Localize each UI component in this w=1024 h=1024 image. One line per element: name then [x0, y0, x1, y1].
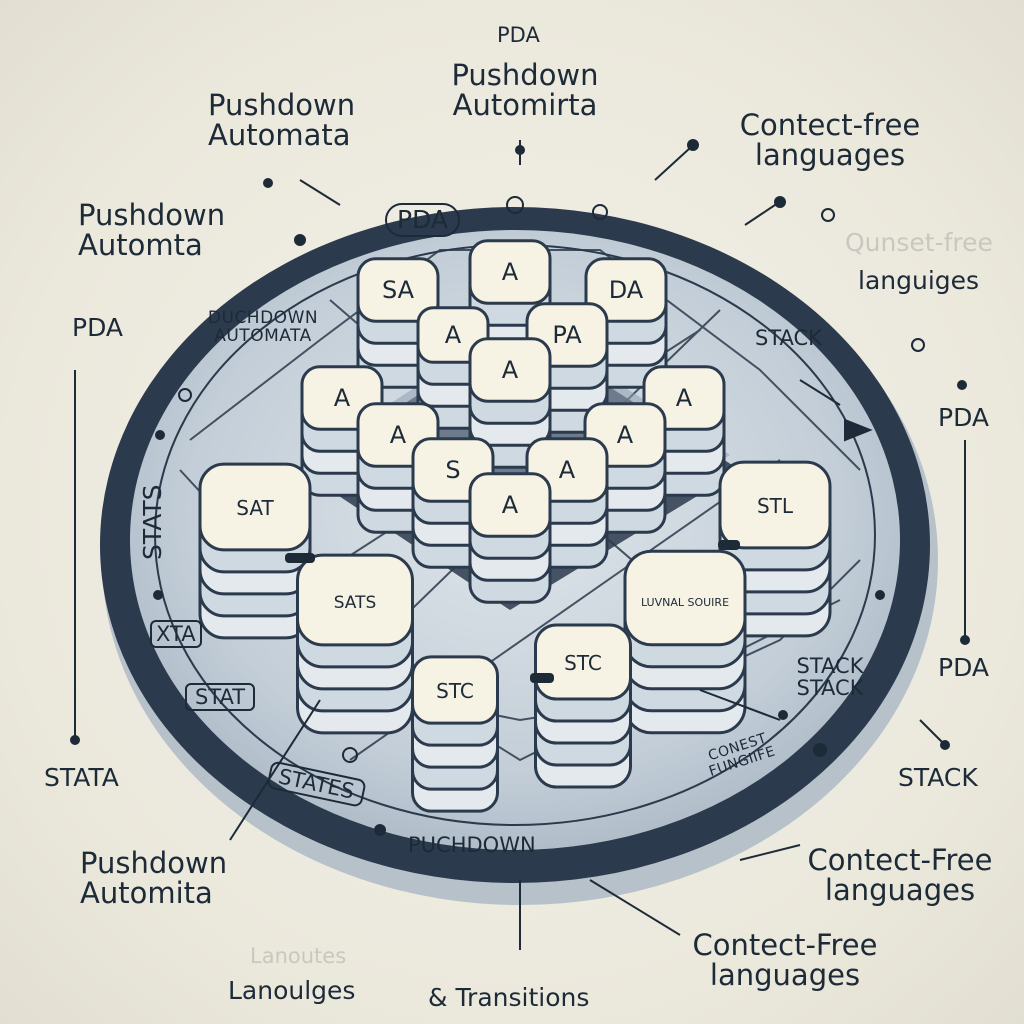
label-line: Pushdown [80, 846, 228, 880]
stack-top-cap [718, 460, 832, 550]
label-languiges-right: languiges [858, 266, 980, 295]
stack-top-cap [468, 337, 552, 403]
top-title-line2: Automirta [452, 88, 598, 123]
label-contect-free-bottom: Contect-Free languages [660, 930, 910, 991]
label-line: Pushdown [78, 198, 226, 232]
label-transitions-bottom: & Transitions [428, 983, 590, 1012]
stack-scribble: LUVNAL SOUIRE [623, 549, 747, 735]
stack-connectors [285, 540, 740, 683]
stack-label: LUVNAL SOUIRE [641, 596, 729, 609]
label-line: languages [709, 958, 861, 993]
stack-top-cap [356, 257, 440, 323]
stack-label: A [676, 384, 693, 412]
label-faint-lanoutes: Lanoutes [250, 944, 347, 968]
label-line: Contect-Free [807, 843, 993, 877]
stack-top-cap [584, 257, 668, 323]
stack-sats: SATS [296, 553, 414, 735]
top-title: Pushdown Automirta [440, 60, 610, 121]
stack-stc-left: STC [411, 655, 499, 813]
stack-label: A [502, 356, 519, 384]
stack-top-cap [623, 549, 747, 647]
label-faint-qunset-free: Qunset-free [845, 228, 993, 257]
stack-label: S [445, 456, 460, 484]
stack-label: A [445, 321, 462, 349]
stack-top-cap [296, 553, 414, 647]
label-line: Automata [208, 118, 351, 153]
stack-top-cap [534, 623, 632, 701]
label-line: STACK [796, 676, 864, 701]
label-line: Contect-free [739, 108, 921, 142]
label-pushdown-automata-topleft: Pushdown Automata [208, 90, 355, 151]
stack-top-cap [198, 462, 312, 552]
label-pushdown-automita-bottomleft: Pushdown Automita [80, 848, 227, 909]
label-pda-left: PDA [72, 313, 123, 342]
label-line: Pushdown [208, 88, 356, 122]
label-duchdown-automata: DUCHDOWN AUTOMATA [188, 308, 338, 346]
top-title-line1: Pushdown [451, 58, 599, 92]
label-line: Automta [78, 228, 203, 263]
label-line: STACK [796, 654, 864, 678]
stack-label: SAT [236, 496, 274, 520]
stack-label: A [502, 258, 519, 286]
label-pushdown-automta-left: Pushdown Automta [78, 200, 225, 261]
label-pda-right-lower: PDA [938, 653, 989, 682]
stack-top-cap [411, 655, 499, 725]
label-pda-right: PDA [938, 403, 989, 432]
stack-label: SA [382, 276, 415, 304]
stack-label: A [334, 384, 351, 412]
stack-label: A [617, 421, 634, 449]
stack-label: A [390, 421, 407, 449]
label-stack-inner: STACK [755, 326, 822, 350]
label-line: languages [824, 873, 976, 908]
label-line: Contect-Free [692, 928, 878, 962]
stack-label: STC [564, 651, 602, 675]
label-line: languages [754, 138, 906, 173]
label-stack-stack: STACK STACK [780, 655, 880, 699]
label-line: AUTOMATA [214, 325, 312, 346]
stack-label: SATS [334, 593, 377, 613]
stack-label: A [502, 491, 519, 519]
label-stack-right: STACK [898, 763, 978, 792]
label-contect-free-bottomright: Contect-Free languages [790, 845, 1010, 906]
label-stat: STAT [185, 683, 256, 712]
label-line: Automita [80, 876, 213, 911]
stack-label: PA [552, 321, 582, 349]
stack-label: A [559, 456, 576, 484]
stack-top-cap [468, 472, 552, 538]
stack-a-front: A [468, 472, 552, 604]
stack-stc-right: STC [534, 623, 632, 789]
label-line: DUCHDOWN [207, 308, 319, 328]
label-puchdown: PUCHDOWN [408, 833, 536, 857]
pill-pda: PDA [385, 203, 460, 238]
label-stata-left: STATA [44, 763, 119, 792]
label-xta: XTA [150, 620, 202, 649]
label-contect-free-topright: Contect-free languages [710, 110, 950, 171]
label-lanoulges-bottom: Lanoulges [228, 976, 356, 1005]
top-abbr-label: PDA [497, 23, 540, 47]
leader-lines [70, 139, 970, 950]
stack-sat: SAT [198, 462, 312, 640]
stack-label: STL [757, 494, 794, 518]
label-stats-vertical: STATS [138, 484, 167, 560]
stack-top-cap [468, 239, 552, 305]
stack-label: STC [436, 679, 474, 703]
stack-label: DA [609, 276, 644, 304]
